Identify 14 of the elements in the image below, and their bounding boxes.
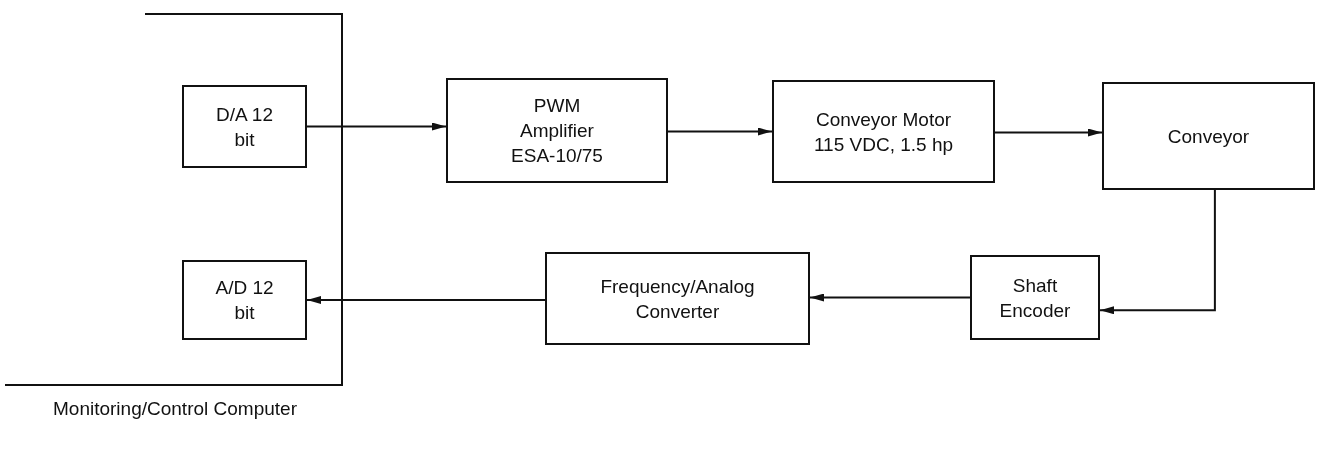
arrow bbox=[1099, 189, 1216, 315]
arrow bbox=[306, 296, 546, 304]
arrow bbox=[667, 127, 773, 136]
block-box: D/A 12 bit bbox=[182, 85, 307, 168]
computer-label: Monitoring/Control Computer bbox=[52, 397, 298, 421]
block-box: Conveyor bbox=[1102, 82, 1315, 190]
block-box: Conveyor Motor 115 VDC, 1.5 hp bbox=[772, 80, 995, 183]
arrow bbox=[809, 293, 971, 302]
block-box: Shaft Encoder bbox=[970, 255, 1100, 340]
block-box: A/D 12 bit bbox=[182, 260, 307, 340]
block-box: PWM Amplifier ESA-10/75 bbox=[446, 78, 668, 183]
arrow bbox=[994, 128, 1103, 137]
block-box: Frequency/Analog Converter bbox=[545, 252, 810, 345]
arrow bbox=[306, 122, 447, 131]
